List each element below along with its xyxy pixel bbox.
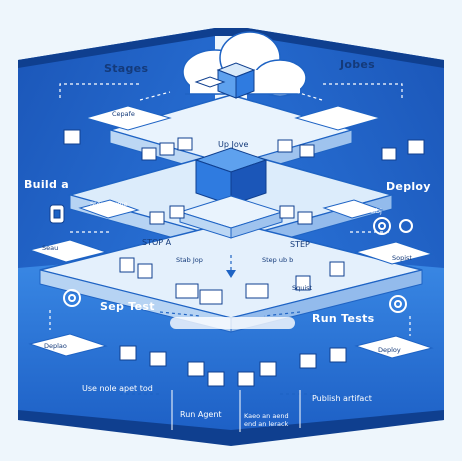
label-squist: Squist (292, 284, 313, 292)
label-cepafe: Cepafe (112, 110, 135, 118)
central-highlight-bar (170, 317, 295, 329)
shield-icon (49, 204, 65, 224)
label-stab-jop: Stab Jop (176, 256, 203, 264)
label-publish-artifact: Publish artifact (312, 394, 372, 403)
label-use-not-dbj: Use not Dbj (344, 207, 382, 215)
label-deploy: Deploy (386, 180, 431, 193)
top-tier-boxes (63, 129, 425, 161)
label-step: STEP (290, 240, 310, 249)
label-sopist: Sopist (392, 254, 412, 262)
side-cards (28, 105, 434, 359)
label-run-an-aend: Kaeo an aend end an lerack (244, 412, 289, 428)
arrow-head (226, 270, 236, 278)
label-stages: Stages (104, 62, 149, 75)
label-seau: Seau (42, 244, 59, 252)
label-deploy-lower: Deploy (378, 346, 401, 354)
label-build-a: Build a (24, 178, 69, 191)
cube-icon (194, 62, 256, 99)
label-run-agent: Run Agent (180, 410, 222, 419)
middle-tier-boxes (119, 205, 345, 305)
label-jobes: Jobes (340, 58, 376, 71)
panel-top-band (18, 28, 444, 68)
label-stop-a: STOP A (142, 238, 172, 247)
label-deplao: Deplao (44, 342, 67, 350)
lower-tier-boxes (119, 345, 347, 387)
label-sep-test: Sep Test (100, 300, 155, 313)
label-up-jove: Up Jove (218, 140, 249, 149)
label-run-tests: Run Tests (312, 312, 375, 325)
bottom-dividers (171, 390, 301, 432)
label-step-ub: Step ub b (262, 256, 294, 264)
label-use-note: Use nole apet tod (82, 384, 153, 393)
floor-edge (18, 410, 444, 446)
gear-icon (63, 217, 413, 313)
arrow-icon (49, 83, 411, 336)
center-tower (178, 147, 284, 239)
label-step-toyme: Step toyme (90, 200, 128, 208)
